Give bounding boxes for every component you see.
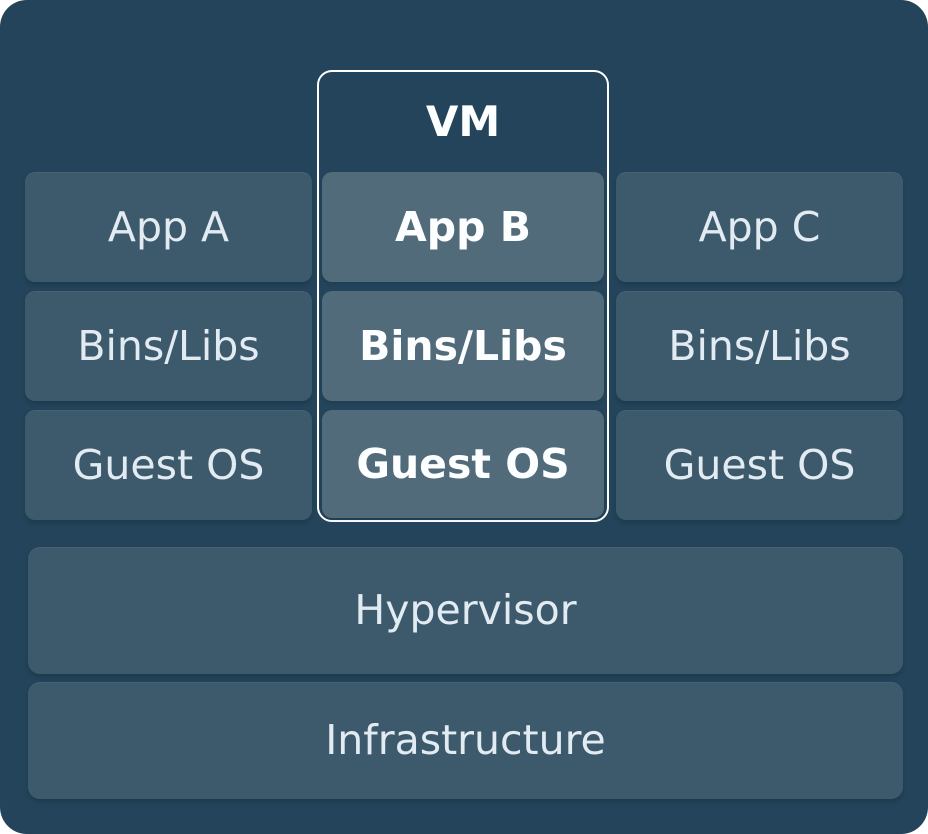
box-bins-libs-right: Bins/Libs: [616, 291, 903, 401]
box-app-c: App C: [616, 172, 903, 282]
box-guest-os-left: Guest OS: [25, 410, 312, 520]
box-guest-os-right: Guest OS: [616, 410, 903, 520]
box-bins-libs-left: Bins/Libs: [25, 291, 312, 401]
box-app-b: App B: [322, 172, 604, 282]
box-infrastructure: Infrastructure: [28, 682, 903, 799]
box-hypervisor: Hypervisor: [28, 547, 903, 674]
box-app-a: App A: [25, 172, 312, 282]
box-bins-libs-vm: Bins/Libs: [322, 291, 604, 401]
vm-outline: VM: [317, 70, 609, 522]
box-guest-os-vm: Guest OS: [322, 410, 604, 518]
vm-label: VM: [425, 96, 501, 146]
